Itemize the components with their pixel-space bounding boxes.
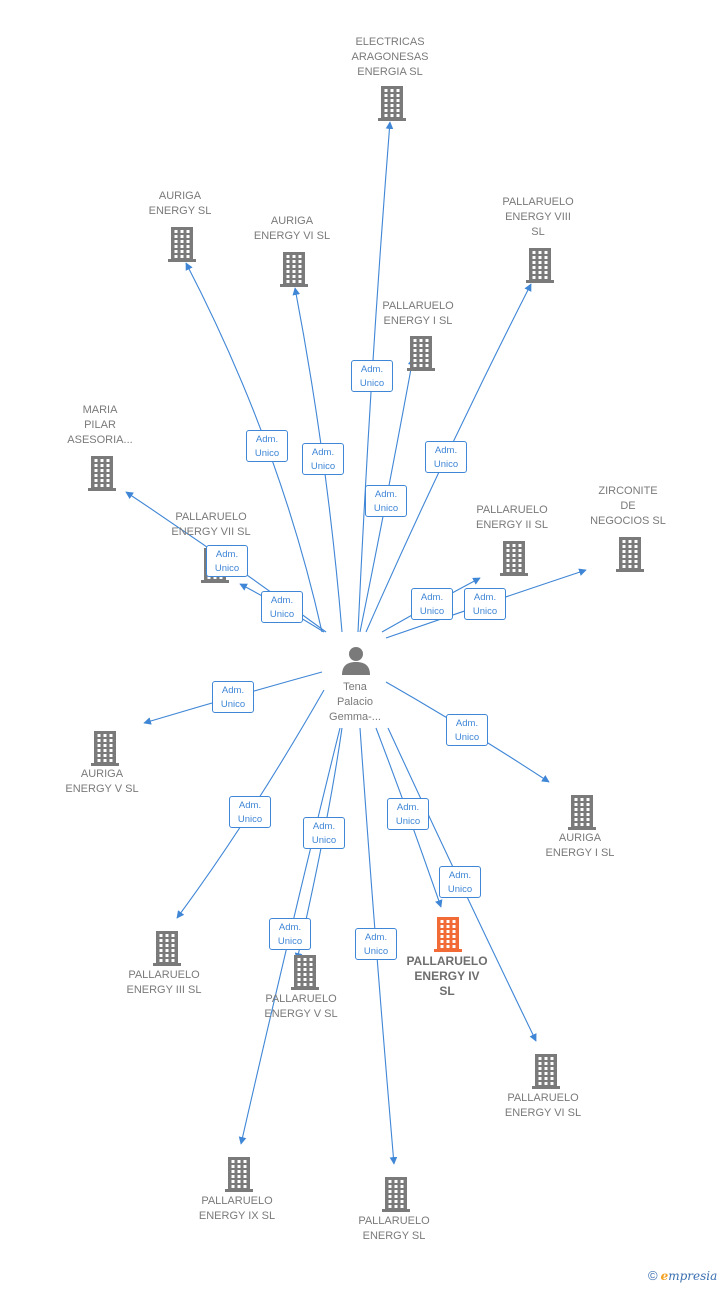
company-label-maria-pilar[interactable]: MARIA PILAR ASESORIA...: [67, 404, 133, 446]
company-label-electricas[interactable]: ELECTRICAS ARAGONESAS ENERGIA SL: [351, 36, 429, 78]
role-badge-pallaruelo-ii[interactable]: Adm. Unico: [411, 588, 453, 620]
company-label-pallaruelo[interactable]: PALLARUELO ENERGY SL: [358, 1215, 430, 1242]
building-icon[interactable]: [432, 914, 464, 954]
role-badge-pallaruelo[interactable]: Adm. Unico: [355, 928, 397, 960]
role-badge-pallaruelo-vi[interactable]: Adm. Unico: [439, 866, 481, 898]
building-icon[interactable]: [278, 249, 310, 289]
role-badge-zirconite[interactable]: Adm. Unico: [464, 588, 506, 620]
building-icon[interactable]: [89, 728, 121, 768]
role-badge-pallaruelo-iii[interactable]: Adm. Unico: [229, 796, 271, 828]
building-icon[interactable]: [524, 245, 556, 285]
role-badge-pallaruelo-iv[interactable]: Adm. Unico: [387, 798, 429, 830]
company-label-pallaruelo-i[interactable]: PALLARUELO ENERGY I SL: [382, 300, 454, 327]
role-badge-pallaruelo-viii[interactable]: Adm. Unico: [425, 441, 467, 473]
company-label-auriga-vi[interactable]: AURIGA ENERGY VI SL: [253, 215, 331, 242]
building-icon[interactable]: [614, 534, 646, 574]
company-label-pallaruelo-ix[interactable]: PALLARUELO ENERGY IX SL: [198, 1195, 276, 1222]
company-label-zirconite[interactable]: ZIRCONITE DE NEGOCIOS SL: [590, 485, 666, 527]
person-name[interactable]: Tena Palacio Gemma-...: [329, 681, 381, 723]
logo-initial: e: [660, 1269, 669, 1283]
role-badge-pallaruelo-ix[interactable]: Adm. Unico: [269, 918, 311, 950]
building-icon[interactable]: [166, 224, 198, 264]
building-icon[interactable]: [498, 538, 530, 578]
building-icon[interactable]: [289, 952, 321, 992]
role-badge-pallaruelo-v[interactable]: Adm. Unico: [303, 817, 345, 849]
company-label-pallaruelo-viii[interactable]: PALLARUELO ENERGY VIII SL: [502, 196, 574, 238]
company-label-auriga[interactable]: AURIGA ENERGY SL: [148, 190, 212, 217]
role-badge-auriga-v[interactable]: Adm. Unico: [212, 681, 254, 713]
building-icon[interactable]: [86, 453, 118, 493]
person-icon[interactable]: [341, 645, 371, 675]
role-badge-pallaruelo-i[interactable]: Adm. Unico: [365, 485, 407, 517]
empresia-logo[interactable]: ©empresia: [648, 1268, 717, 1283]
building-icon[interactable]: [151, 928, 183, 968]
building-icon[interactable]: [530, 1051, 562, 1091]
company-label-pallaruelo-vii[interactable]: PALLARUELO ENERGY VII SL: [171, 511, 251, 538]
company-label-pallaruelo-iii[interactable]: PALLARUELO ENERGY III SL: [126, 969, 202, 996]
building-icon[interactable]: [223, 1154, 255, 1194]
role-badge-pallaruelo-vii[interactable]: Adm. Unico: [261, 591, 303, 623]
role-badge-auriga[interactable]: Adm. Unico: [246, 430, 288, 462]
company-label-pallaruelo-iv[interactable]: PALLARUELO ENERGY IV SL: [406, 954, 488, 998]
role-badge-electricas[interactable]: Adm. Unico: [351, 360, 393, 392]
copyright-symbol: ©: [648, 1268, 658, 1283]
company-label-pallaruelo-v[interactable]: PALLARUELO ENERGY V SL: [264, 993, 338, 1020]
role-badge-auriga-vi[interactable]: Adm. Unico: [302, 443, 344, 475]
building-icon[interactable]: [380, 1174, 412, 1214]
company-label-pallaruelo-vi[interactable]: PALLARUELO ENERGY VI SL: [504, 1092, 582, 1119]
building-icon[interactable]: [376, 83, 408, 123]
logo-text: mpresia: [668, 1269, 718, 1283]
role-badge-auriga-i[interactable]: Adm. Unico: [446, 714, 488, 746]
company-label-auriga-i[interactable]: AURIGA ENERGY I SL: [545, 832, 615, 859]
company-label-auriga-v[interactable]: AURIGA ENERGY V SL: [65, 768, 139, 795]
building-icon[interactable]: [566, 792, 598, 832]
role-badge-maria-pilar[interactable]: Adm. Unico: [206, 545, 248, 577]
building-icon[interactable]: [405, 333, 437, 373]
company-label-pallaruelo-ii[interactable]: PALLARUELO ENERGY II SL: [476, 504, 548, 531]
